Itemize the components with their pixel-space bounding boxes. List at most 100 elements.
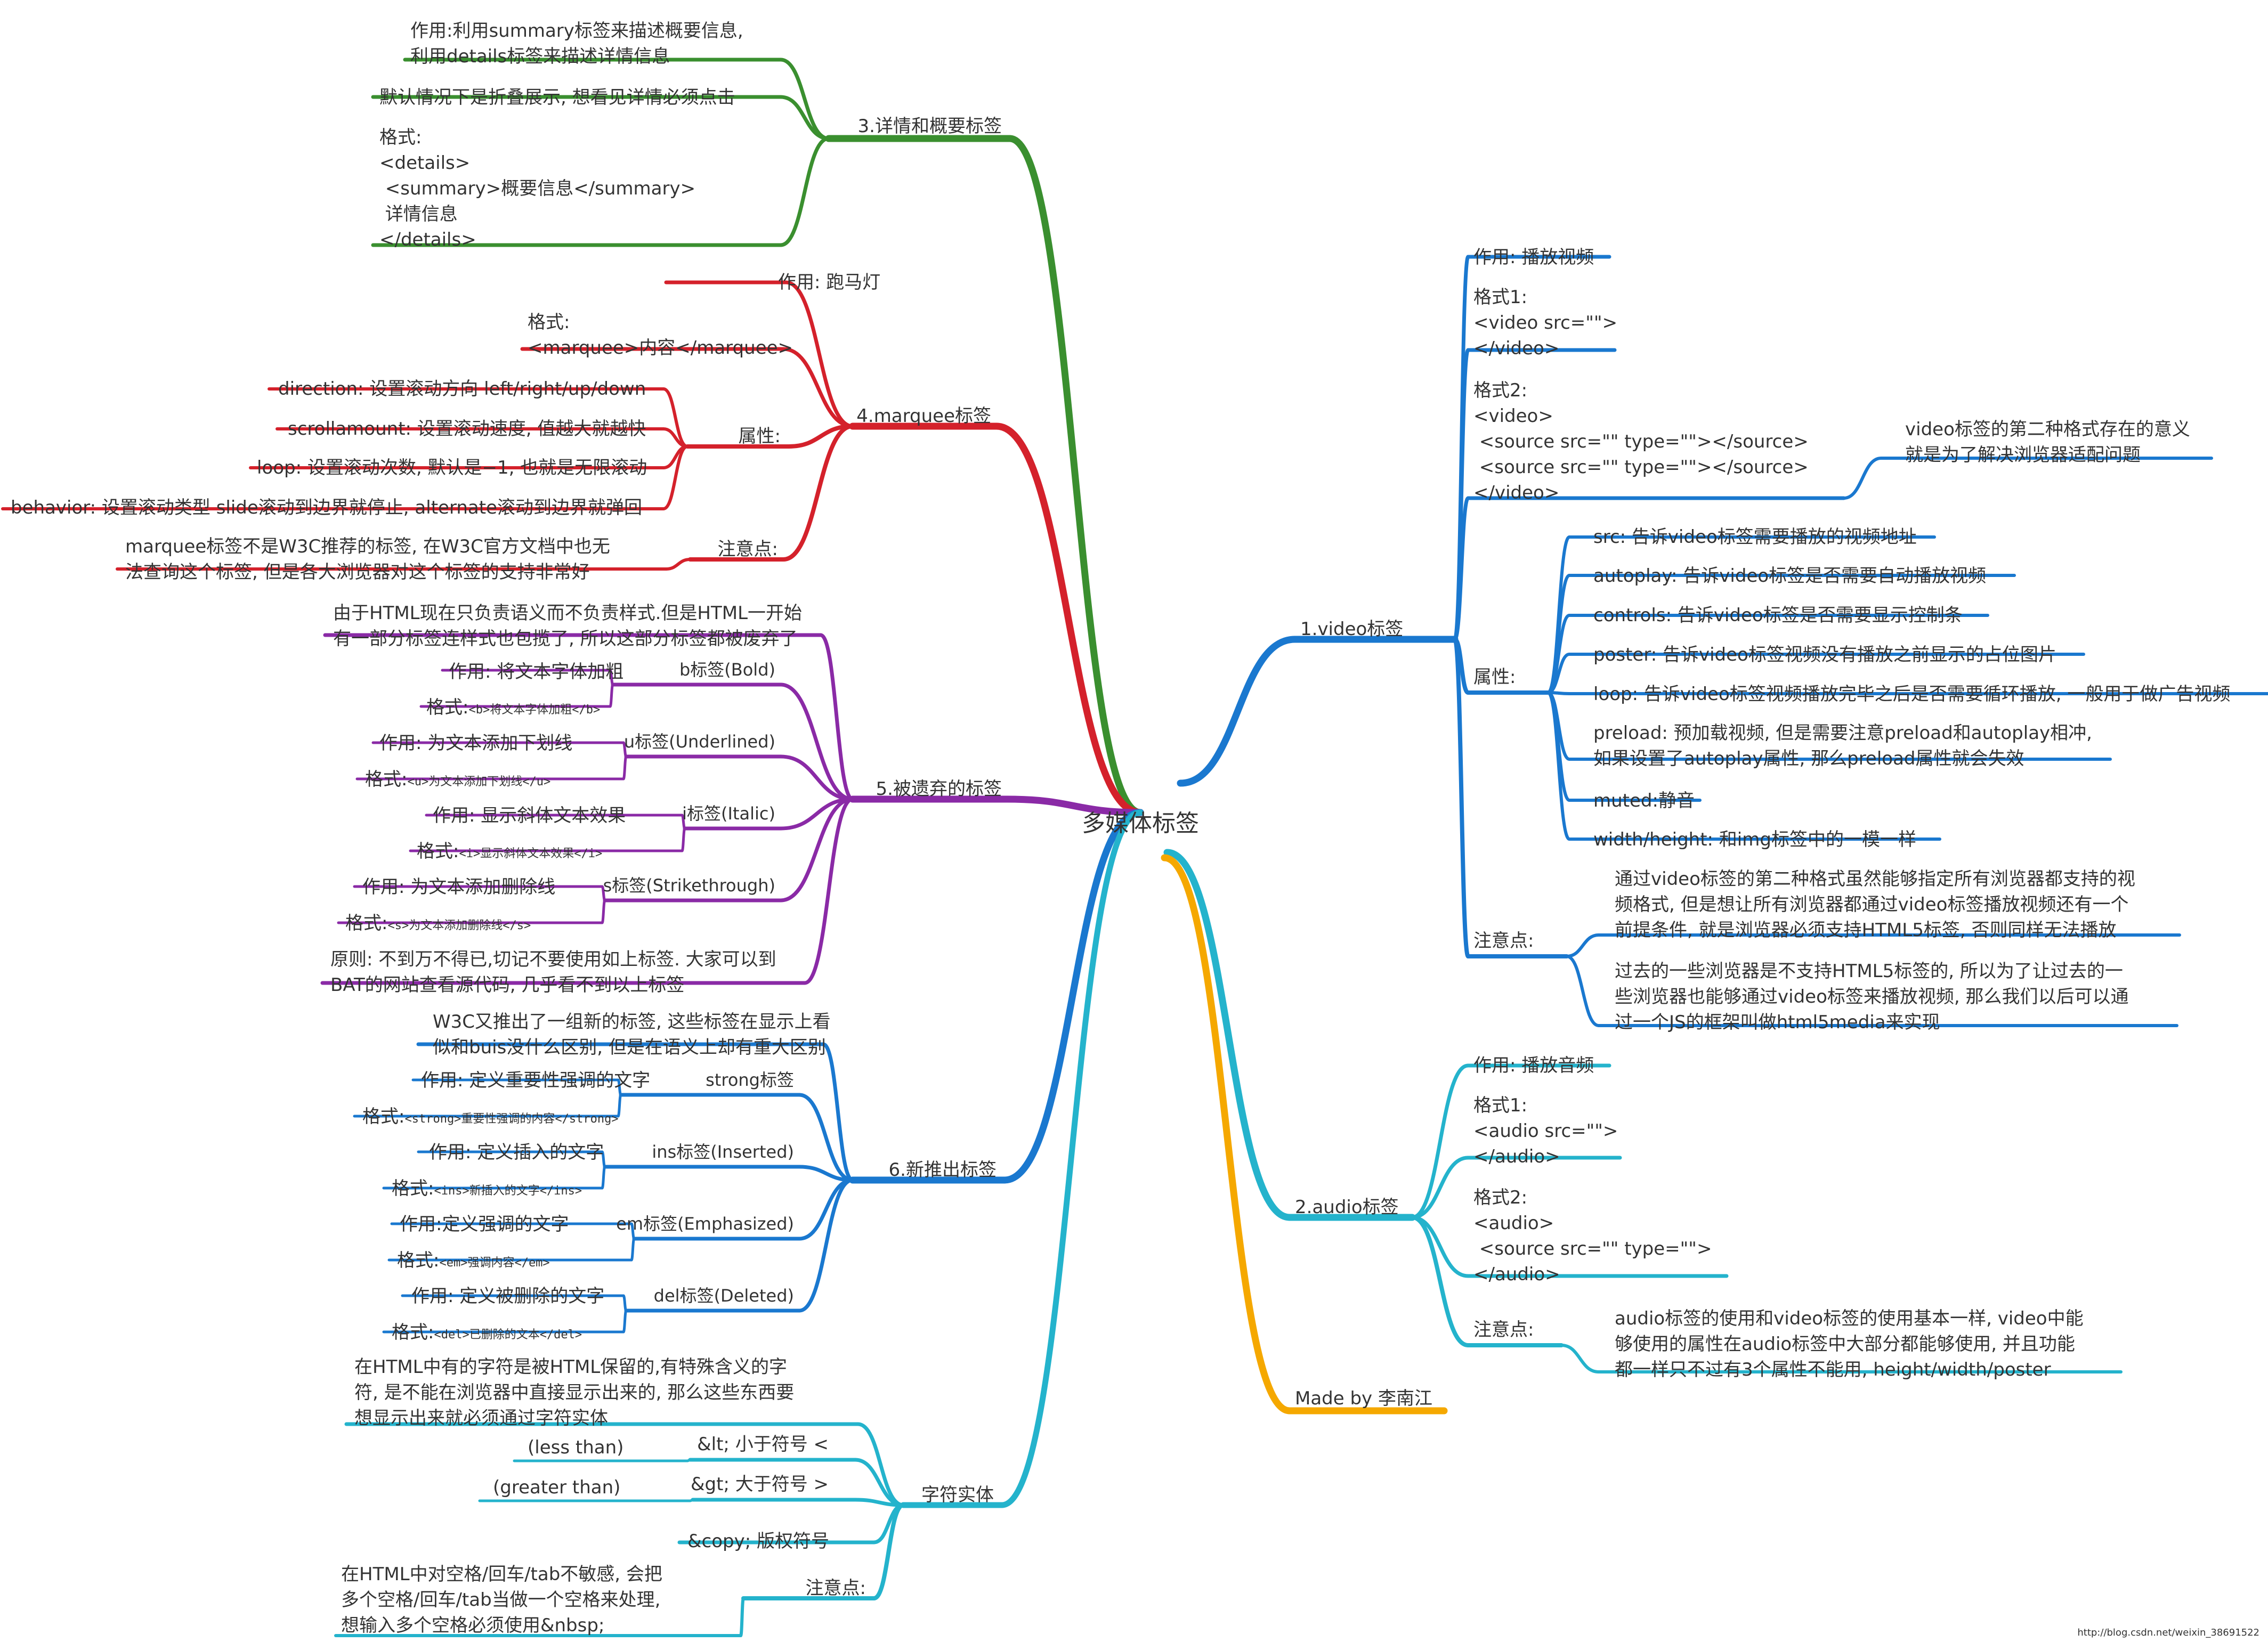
text-line: loop: 设置滚动次数, 默认是−1, 也就是无限滚动 [257,457,647,478]
leaf-text[interactable]: 格式2:<video> <source src="" type=""></sou… [1473,380,1809,503]
leaf-text[interactable]: behavior: 设置滚动类型 slide滚动到边界就停止, alternat… [11,497,642,518]
leaf-text[interactable]: &copy; 版权符号 [687,1531,829,1552]
video-attributes-label[interactable]: 属性: [1473,666,1516,688]
deprecated-tag-node[interactable]: b标签(Bold) [679,660,775,680]
text-line: 过一个JS的框架叫做html5media来实现 [1615,1012,1940,1033]
leaf-text[interactable]: 作用: 跑马灯 [778,272,880,293]
leaf-text[interactable]: preload: 预加载视频, 但是需要注意preload和autoplay相冲… [1593,722,2092,769]
leaf-text[interactable]: 默认情况下是折叠展示, 想看见详情必须点击 [379,87,735,108]
entity-node[interactable]: &lt; 小于符号 < [697,1434,829,1455]
deprecated-format[interactable]: 格式:<b>将文本字体加粗</b> [426,697,600,718]
leaf-text[interactable]: 格式1:<audio src=""></audio> [1473,1095,1618,1167]
marquee-notes-label[interactable]: 注意点: [718,539,778,560]
leaf-text[interactable]: 作用: 定义重要性强调的文字 [421,1070,650,1091]
watermark: http://blog.csdn.net/weixin_38691522 [2077,1627,2259,1638]
leaf-text[interactable]: marquee标签不是W3C推荐的标签, 在W3C官方文档中也无法查询这个标签,… [125,536,610,583]
entity-name[interactable]: (greater than) [493,1477,620,1498]
new-tag-format[interactable]: 格式:<strong>重要性强调的内容</strong> [362,1106,619,1127]
leaf-text[interactable]: 作用: 定义插入的文字 [429,1142,604,1163]
text-line: </details> [379,229,476,250]
leaf-text[interactable]: 作用: 显示斜体文本效果 [433,805,626,826]
leaf-text[interactable]: W3C又推出了一组新的标签, 这些标签在显示上看似和buis没什么区别, 但是在… [433,1011,831,1058]
deprecated-tag-node[interactable]: i标签(Italic) [682,803,775,824]
connector-line [1163,849,1293,1221]
leaf-text[interactable]: 格式2:<audio> <source src="" type=""></aud… [1473,1187,1712,1285]
deprecated-tag-node[interactable]: s标签(Strikethrough) [603,875,775,896]
deprecated-format[interactable]: 格式:<u>为文本添加下划线</u> [365,769,550,790]
new-tag-node[interactable]: strong标签 [706,1070,794,1090]
root-topic[interactable]: 多媒体标签 [1082,810,1199,837]
leaf-text[interactable]: 由于HTML现在只负责语义而不负责样式.但是HTML一开始有一部分标签连样式也包… [333,603,802,649]
text-line: 多个空格/回车/tab当做一个空格来处理, [341,1589,660,1611]
branch-new-tags[interactable]: 6.新推出标签 [889,1159,997,1181]
text-line: 法查询这个标签, 但是各大浏览器对这个标签的支持非常好 [125,562,590,583]
new-tag-format[interactable]: 格式:<ins>新插入的文字</ins> [392,1178,582,1199]
leaf-text[interactable]: 作用: 将文本字体加粗 [449,661,623,682]
connector-line [797,1165,855,1182]
leaf-text[interactable]: controls: 告诉video标签是否需要显示控制条 [1593,605,1963,626]
text-line: scrollamount: 设置滚动速度, 值越大就越快 [288,418,646,440]
text-line: 利用details标签来描述详情信息 [410,46,670,67]
leaf-text[interactable]: loop: 设置滚动次数, 默认是−1, 也就是无限滚动 [257,457,647,478]
leaf-text[interactable]: width/height: 和img标签中的一模一样 [1593,829,1916,850]
text-line: behavior: 设置滚动类型 slide滚动到边界就停止, alternat… [11,497,642,518]
video-notes-label[interactable]: 注意点: [1473,930,1534,952]
text-line: <video src=""> [1473,312,1617,334]
leaf-text[interactable]: loop: 告诉video标签视频播放完毕之后是否需要循环播放, 一般用于做广告… [1593,684,2230,705]
marquee-attributes-label[interactable]: 属性: [739,426,781,447]
branch-audio[interactable]: 2.audio标签 [1295,1197,1399,1218]
leaf-text[interactable]: 在HTML中有的字符是被HTML保留的,有特殊含义的字符, 是不能在浏览器中直接… [354,1356,794,1429]
deprecated-tag-node[interactable]: u标签(Underlined) [624,731,775,752]
leaf-text[interactable]: 格式:<details> <summary>概要信息</summary> 详情信… [379,127,695,250]
text-line: 符, 是不能在浏览器中直接显示出来的, 那么这些东西要 [354,1382,794,1403]
leaf-text[interactable]: direction: 设置滚动方向 left/right/up/down [278,378,646,400]
leaf-text[interactable]: 作用: 播放音频 [1473,1055,1594,1076]
leaf-text[interactable]: 作用:利用summary标签来描述概要信息,利用details标签来描述详情信息 [410,20,743,67]
leaf-text[interactable]: scrollamount: 设置滚动速度, 值越大就越快 [288,418,646,440]
text-line: 作用: 播放音频 [1473,1055,1594,1076]
branch-author[interactable]: Made by 李南江 [1295,1388,1432,1409]
leaf-text[interactable]: 作用: 为文本添加删除线 [362,876,555,898]
entity-node[interactable]: &gt; 大于符号 > [691,1474,829,1495]
leaf-text[interactable]: 作用:定义强调的文字 [400,1214,569,1235]
text-line: W3C又推出了一组新的标签, 这些标签在显示上看 [433,1011,831,1033]
branch-marquee[interactable]: 4.marquee标签 [856,405,991,427]
code-sample: <del>已删除的文本</del> [434,1328,582,1342]
leaf-text[interactable]: audio标签的使用和video标签的使用基本一样, video中能够使用的属性… [1615,1308,2084,1380]
code-sample: <ins>新插入的文字</ins> [434,1184,582,1198]
new-tag-node[interactable]: ins标签(Inserted) [652,1142,794,1162]
text-line: 过去的一些浏览器是不支持HTML5标签的, 所以为了让过去的一 [1615,961,2123,982]
code-sample: <strong>重要性强调的内容</strong> [404,1112,618,1126]
new-tag-format[interactable]: 格式:<del>已删除的文本</del> [392,1322,582,1343]
branch-char-entities[interactable]: 字符实体 [921,1484,994,1506]
leaf-text[interactable]: autoplay: 告诉video标签是否需要自动播放视频 [1593,565,1986,587]
leaf-text[interactable]: 作用: 为文本添加下划线 [379,733,572,754]
new-tag-node[interactable]: del标签(Deleted) [654,1286,794,1306]
connector-line [819,633,855,801]
leaf-text[interactable]: 作用: 播放视频 [1473,247,1594,268]
leaf-text[interactable]: 格式1:<video src=""></video> [1473,287,1617,359]
leaf-text[interactable]: 作用: 定义被删除的文字 [411,1286,604,1307]
branch-deprecated[interactable]: 5.被遗弃的标签 [876,778,1002,800]
leaf-text[interactable]: 在HTML中对空格/回车/tab不敏感, 会把多个空格/回车/tab当做一个空格… [341,1564,662,1636]
connector-line [1001,809,1144,1184]
leaf-text[interactable]: poster: 告诉video标签视频没有播放之前显示的占位图片 [1593,644,2056,665]
new-tag-format[interactable]: 格式:<em>强调内容</em> [397,1250,550,1271]
leaf-text[interactable]: 通过video标签的第二种格式虽然能够指定所有浏览器都支持的视频格式, 但是想让… [1615,868,2135,941]
entity-name[interactable]: (less than) [528,1437,623,1458]
leaf-text[interactable]: muted:静音 [1593,790,1695,811]
audio-notes-label[interactable]: 注意点: [1473,1319,1534,1340]
leaf-text[interactable]: 格式:<marquee>内容</marquee> [528,312,793,359]
deprecated-format[interactable]: 格式:<s>为文本添加删除线</s> [345,913,531,934]
code-prefix: 格式: [397,1250,439,1271]
leaf-text[interactable]: 过去的一些浏览器是不支持HTML5标签的, 所以为了让过去的一些浏览器也能够通过… [1615,961,2128,1033]
connector-line [662,445,689,510]
leaf-text[interactable]: src: 告诉video标签需要播放的视频地址 [1593,526,1917,548]
branch-video[interactable]: 1.video标签 [1300,619,1403,640]
entity-notes-label[interactable]: 注意点: [806,1578,866,1599]
new-tag-node[interactable]: em标签(Emphasized) [616,1214,794,1234]
branch-details-summary[interactable]: 3.详情和概要标签 [858,116,1002,137]
leaf-text[interactable]: video标签的第二种格式存在的意义就是为了解决浏览器适配问题 [1905,419,2190,466]
deprecated-format[interactable]: 格式:<i>显示斜体文本效果</i> [417,841,602,862]
